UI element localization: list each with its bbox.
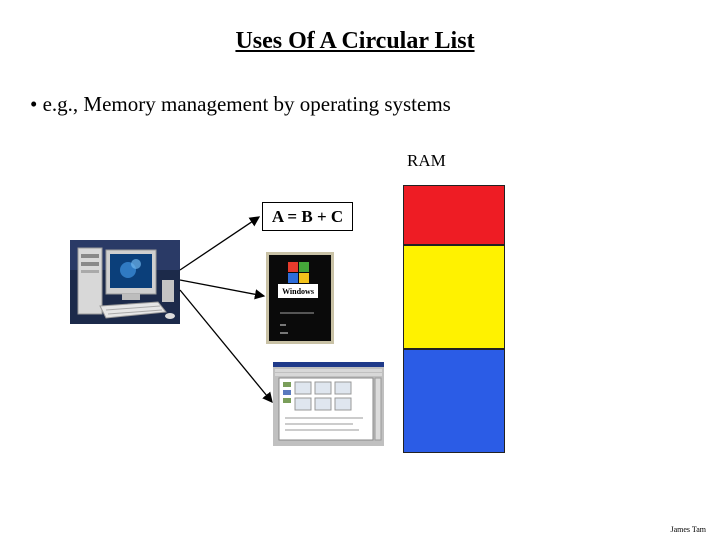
ram-block-top: [403, 185, 505, 245]
arrow-to-windows: [179, 279, 266, 300]
svg-text:Windows: Windows: [282, 287, 314, 296]
application-screenshot-image: [273, 362, 384, 446]
footer-author: James Tam: [670, 525, 706, 534]
ram-block-bottom: [403, 349, 505, 453]
slide-title: Uses Of A Circular List: [235, 28, 475, 54]
arrow-to-application: [179, 289, 273, 404]
windows-boot-image: Windows: [266, 252, 334, 344]
computer-image: [70, 240, 180, 324]
arrow-to-expression: [179, 216, 261, 271]
expression-box: A = B + C: [262, 202, 353, 231]
bullet-text: • e.g., Memory management by operating s…: [30, 92, 451, 116]
ram-label: RAM: [407, 151, 446, 170]
ram-block-middle: [403, 245, 505, 349]
